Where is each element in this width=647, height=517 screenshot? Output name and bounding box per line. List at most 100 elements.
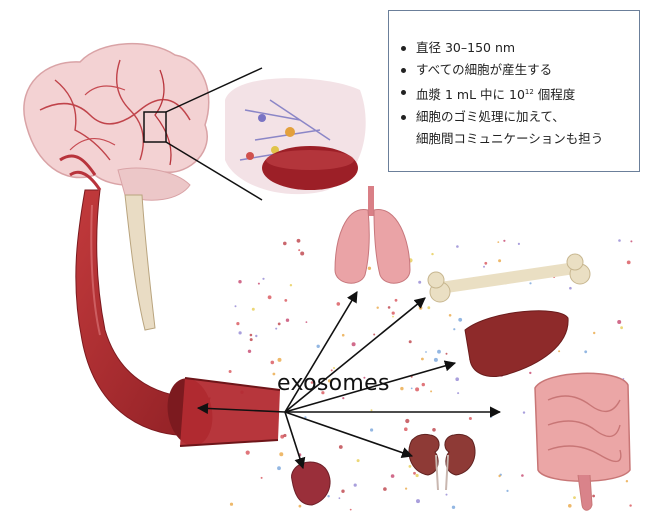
exosome-dot (339, 445, 343, 449)
exosome-dot (620, 326, 623, 329)
exosome-dot (452, 506, 455, 509)
exosome-dot (405, 419, 409, 423)
lungs-icon (335, 186, 410, 283)
exosome-dot (255, 335, 257, 337)
exosome-dot (392, 312, 395, 315)
exosome-dot (388, 306, 391, 309)
bullet-icon (401, 68, 406, 73)
exosome-dot (430, 390, 432, 392)
info-text-suffix: 個程度 (534, 87, 575, 102)
exosome-dot (278, 323, 281, 326)
exosome-dot (584, 350, 587, 353)
exosome-dot (432, 428, 436, 432)
info-text: 直径 30–150 nm (416, 40, 515, 55)
exosome-dot (278, 358, 282, 362)
exosome-dot (290, 284, 292, 286)
exosome-dot (279, 452, 283, 456)
exosome-dot (391, 474, 395, 478)
exosome-dot (252, 308, 255, 311)
exosome-dot (327, 495, 329, 497)
exosome-dot (498, 475, 500, 477)
exosome-dot (416, 499, 420, 503)
info-item-function: 細胞のゴミ処理に加えて、細胞間コミュニケーションも担う (399, 106, 639, 150)
exosome-dot (342, 397, 344, 399)
info-text: 細胞のゴミ処理に加えて、 (416, 109, 565, 124)
exosome-dot (558, 350, 560, 352)
info-text: 血漿 1 mL 中に 10 (416, 87, 525, 102)
exosome-dot (425, 351, 427, 353)
exosome-dot (383, 487, 387, 491)
exosome-dot (377, 307, 379, 309)
exosome-dot (273, 373, 276, 376)
exosome-dot (277, 466, 281, 470)
exosome-dot (371, 409, 373, 411)
exosome-dot (629, 504, 631, 506)
exosome-dot (248, 350, 251, 353)
exosome-dot (409, 465, 412, 468)
exosome-dot (569, 287, 572, 290)
exosome-dot (357, 459, 360, 462)
exosomes-label: exosomes (277, 371, 390, 396)
exosome-dot (490, 416, 492, 418)
exosome-dot (411, 388, 413, 390)
info-list: 直径 30–150 nm すべての細胞が産生する 血漿 1 mL 中に 1012… (389, 11, 639, 150)
exosome-dot (457, 392, 459, 394)
exosome-dot (422, 383, 425, 386)
exosome-dot (392, 316, 394, 318)
exosome-dot (284, 299, 287, 302)
exosome-dot (235, 305, 237, 307)
exosome-dot (239, 331, 242, 334)
exosome-dot (298, 249, 300, 251)
exosome-dot (354, 484, 357, 487)
exosome-dot (395, 299, 398, 302)
exosome-dot (618, 239, 621, 242)
exosome-dot (236, 322, 239, 325)
exosome-dot (593, 332, 595, 334)
exosome-dot (275, 328, 277, 330)
exosome-dot (409, 340, 412, 343)
exosome-dot (300, 252, 304, 256)
exosome-dot (498, 259, 501, 262)
intestine-icon (535, 373, 630, 510)
exosome-dot (413, 472, 416, 475)
exosome-dot (373, 334, 375, 336)
exosome-dot (449, 314, 452, 317)
exosome-dot (568, 504, 572, 508)
exosome-dot (350, 509, 352, 511)
exosome-dot (339, 497, 341, 499)
exosome-dot (271, 361, 275, 365)
exosome-dot (419, 306, 423, 310)
info-exponent: 12 (525, 88, 534, 96)
exosome-dot (230, 503, 233, 506)
exosome-dot (455, 377, 459, 381)
exosome-dot (400, 387, 403, 390)
liver-icon (465, 311, 568, 377)
exosome-dot (483, 266, 485, 268)
arrow-to-kidneys (285, 412, 412, 456)
blood-vessel-icon (60, 156, 280, 449)
exosome-dot (529, 372, 531, 374)
exosome-dot (434, 358, 438, 362)
exosome-dot (630, 240, 632, 242)
exosome-dot (497, 241, 499, 243)
exosome-dot (523, 411, 525, 413)
exosome-dot (250, 334, 253, 337)
exosome-dot (518, 243, 520, 245)
exosome-dot (521, 474, 524, 477)
arrow-to-spleen (285, 412, 303, 468)
exosome-dot (246, 451, 250, 455)
exosome-dot (352, 342, 356, 346)
exosome-dot (484, 262, 487, 265)
bullet-icon (401, 46, 406, 51)
exosome-dot (306, 321, 308, 323)
exosome-dot (342, 334, 345, 337)
exosome-dot (368, 267, 371, 270)
exosome-dot (404, 427, 408, 431)
info-text-continued: 細胞間コミュニケーションも担う (416, 128, 639, 150)
exosome-dot (617, 320, 621, 324)
info-item-diameter: 直径 30–150 nm (399, 37, 639, 59)
exosome-dot (405, 488, 407, 490)
exosome-dot (337, 302, 341, 306)
info-box: 直径 30–150 nm すべての細胞が産生する 血漿 1 mL 中に 1012… (388, 10, 640, 172)
exosome-dot (453, 328, 455, 330)
